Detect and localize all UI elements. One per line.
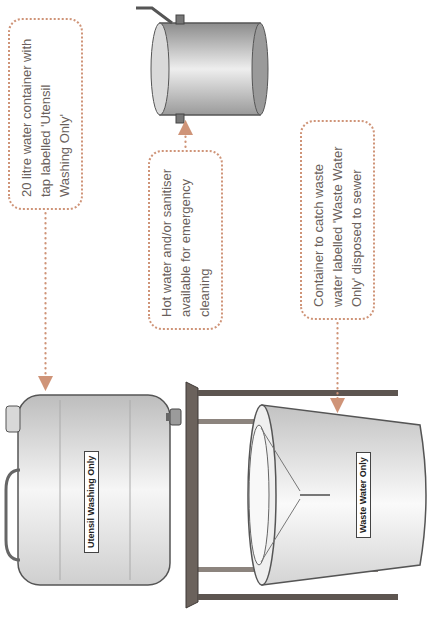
tap-lever — [166, 413, 170, 421]
pot-long-handle — [136, 8, 172, 23]
sanitiser-pot — [160, 23, 260, 115]
tap — [170, 409, 181, 425]
callout-box: Container to catch waste water labelled … — [300, 120, 375, 320]
callout-text: Hot water and/or sanitiser available for… — [157, 163, 214, 317]
container-ridge — [60, 400, 61, 580]
callout-text: 20 litre water container with tap labell… — [17, 31, 74, 197]
container-handle — [6, 470, 20, 560]
stand-leg — [198, 390, 398, 396]
callout-box: Hot water and/or sanitiser available for… — [148, 150, 223, 330]
leader-arrow — [44, 213, 46, 388]
container-cap — [6, 406, 20, 432]
callout-text: Container to catch waste water labelled … — [309, 133, 366, 307]
bucket-rim — [248, 405, 276, 585]
waste-bucket — [262, 405, 426, 585]
stand-top — [186, 382, 198, 608]
stand-leg — [198, 594, 398, 600]
container-label: Utensil Washing Only — [84, 451, 99, 553]
pot-handle — [176, 114, 184, 123]
funnel-spout — [300, 494, 330, 496]
pot-handle — [176, 15, 184, 24]
pot-base — [252, 23, 268, 115]
funnel-cone — [261, 428, 300, 562]
leader-arrow — [336, 323, 338, 410]
container-ridge — [130, 400, 131, 580]
leader-arrow — [184, 123, 186, 147]
funnel — [249, 425, 269, 565]
callout-box: 20 litre water container with tap labell… — [8, 18, 83, 210]
water-container — [18, 395, 170, 585]
pot-rim — [151, 23, 169, 115]
bucket-label: Waste Water Only — [356, 452, 371, 538]
